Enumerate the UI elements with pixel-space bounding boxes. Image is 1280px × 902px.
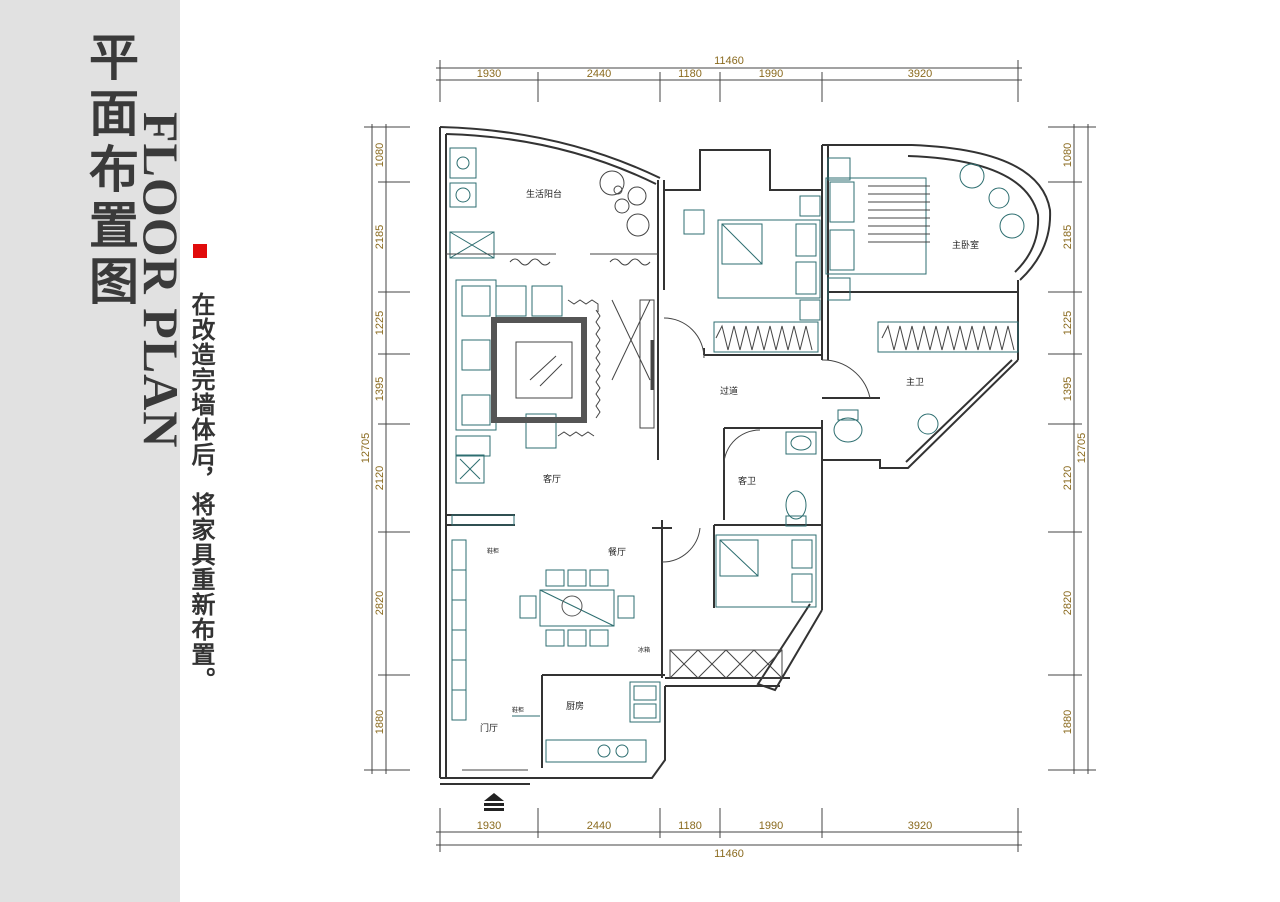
top-dimension-group (436, 60, 1022, 102)
dim-right-total: 12705 (1076, 433, 1088, 464)
dim-top-5: 3920 (908, 68, 932, 80)
kitchen-fixtures (512, 681, 661, 763)
entrance-arrow-icon (484, 793, 504, 811)
dim-bottom-5: 3920 (908, 820, 932, 832)
balcony-plants-icon (599, 170, 650, 237)
dim-left-total: 12705 (360, 433, 372, 464)
left-dimension-text: 1080 2185 1225 1395 12705 2120 2820 1880 (360, 143, 386, 734)
dim-right-2: 2185 (1062, 225, 1074, 249)
dim-top-1: 1930 (477, 68, 501, 80)
dim-left-6: 2820 (374, 591, 386, 615)
dim-bottom-4: 1990 (759, 820, 783, 832)
master-bedroom-furniture (825, 157, 1025, 353)
outer-walls (439, 126, 1052, 785)
label-fridge: 冰箱 (638, 646, 650, 654)
label-dining-room: 餐厅 (608, 546, 626, 558)
dim-left-5: 2120 (374, 466, 386, 490)
dim-right-3: 1225 (1062, 311, 1074, 335)
label-cabinet-note: 鞋柜 (512, 706, 524, 714)
internal-walls (446, 291, 1018, 768)
bath-fixtures (785, 409, 939, 527)
dining-table-set (519, 569, 635, 647)
right-dimension-text: 1080 2185 1225 1395 2120 12705 2820 1880 (1062, 143, 1088, 734)
shoe-cabinet (451, 514, 515, 721)
label-balcony: 生活阳台 (526, 188, 562, 200)
dim-right-6: 2820 (1062, 591, 1074, 615)
accent-square-icon (193, 244, 207, 258)
label-kitchen: 厨房 (566, 700, 584, 712)
second-bedroom-furniture (683, 195, 821, 353)
dim-top-2: 2440 (587, 68, 611, 80)
wardrobe-hatching (715, 324, 1015, 351)
dim-right-1: 1080 (1062, 143, 1074, 167)
dim-right-4: 1395 (1062, 377, 1074, 401)
dim-bottom-3: 1180 (678, 820, 702, 832)
label-shoe-cabinet: 鞋柜 (487, 547, 499, 555)
label-guest-bath: 客卫 (738, 475, 756, 487)
dim-right-7: 1880 (1062, 710, 1074, 734)
plan-description: 在改造完墙体后，将家具重新布置。 (187, 292, 216, 692)
balcony-fixtures (449, 147, 495, 259)
rug-and-table (491, 299, 601, 437)
dim-left-4: 1395 (374, 377, 386, 401)
dim-left-2: 2185 (374, 225, 386, 249)
sliding-doors (446, 253, 658, 266)
title-english: FLOOR PLAN (133, 112, 189, 449)
master-bed-stripes (868, 185, 930, 243)
left-dimension-group (364, 124, 410, 774)
label-living-room: 客厅 (543, 473, 561, 485)
bottom-dimension-group (436, 808, 1022, 852)
dim-left-3: 1225 (374, 311, 386, 335)
window-grid-bay (669, 649, 783, 679)
right-dimension-group (1048, 124, 1096, 774)
label-master-bedroom: 主卧室 (952, 239, 979, 251)
dim-bottom-1: 1930 (477, 820, 501, 832)
dim-top-4: 1990 (759, 68, 783, 80)
living-sofa-set (455, 279, 563, 457)
title-chinese: 平面布置图 (89, 28, 139, 311)
living-plant-icon (455, 454, 485, 484)
third-bedroom-furniture (715, 534, 817, 608)
sidebar-panel (0, 0, 180, 902)
dim-bottom-2: 2440 (587, 820, 611, 832)
label-master-bath: 主卫 (906, 376, 924, 388)
dim-top-total: 11460 (714, 55, 744, 67)
dim-left-1: 1080 (374, 143, 386, 167)
label-corridor: 过道 (720, 385, 738, 397)
dim-left-7: 1880 (374, 710, 386, 734)
dim-bottom-total: 11460 (714, 848, 744, 860)
tv-cabinet (639, 299, 655, 429)
label-foyer: 门厅 (480, 722, 498, 734)
door-swings (611, 299, 871, 563)
dim-top-3: 1180 (678, 68, 702, 80)
dim-right-5: 2120 (1062, 466, 1074, 490)
